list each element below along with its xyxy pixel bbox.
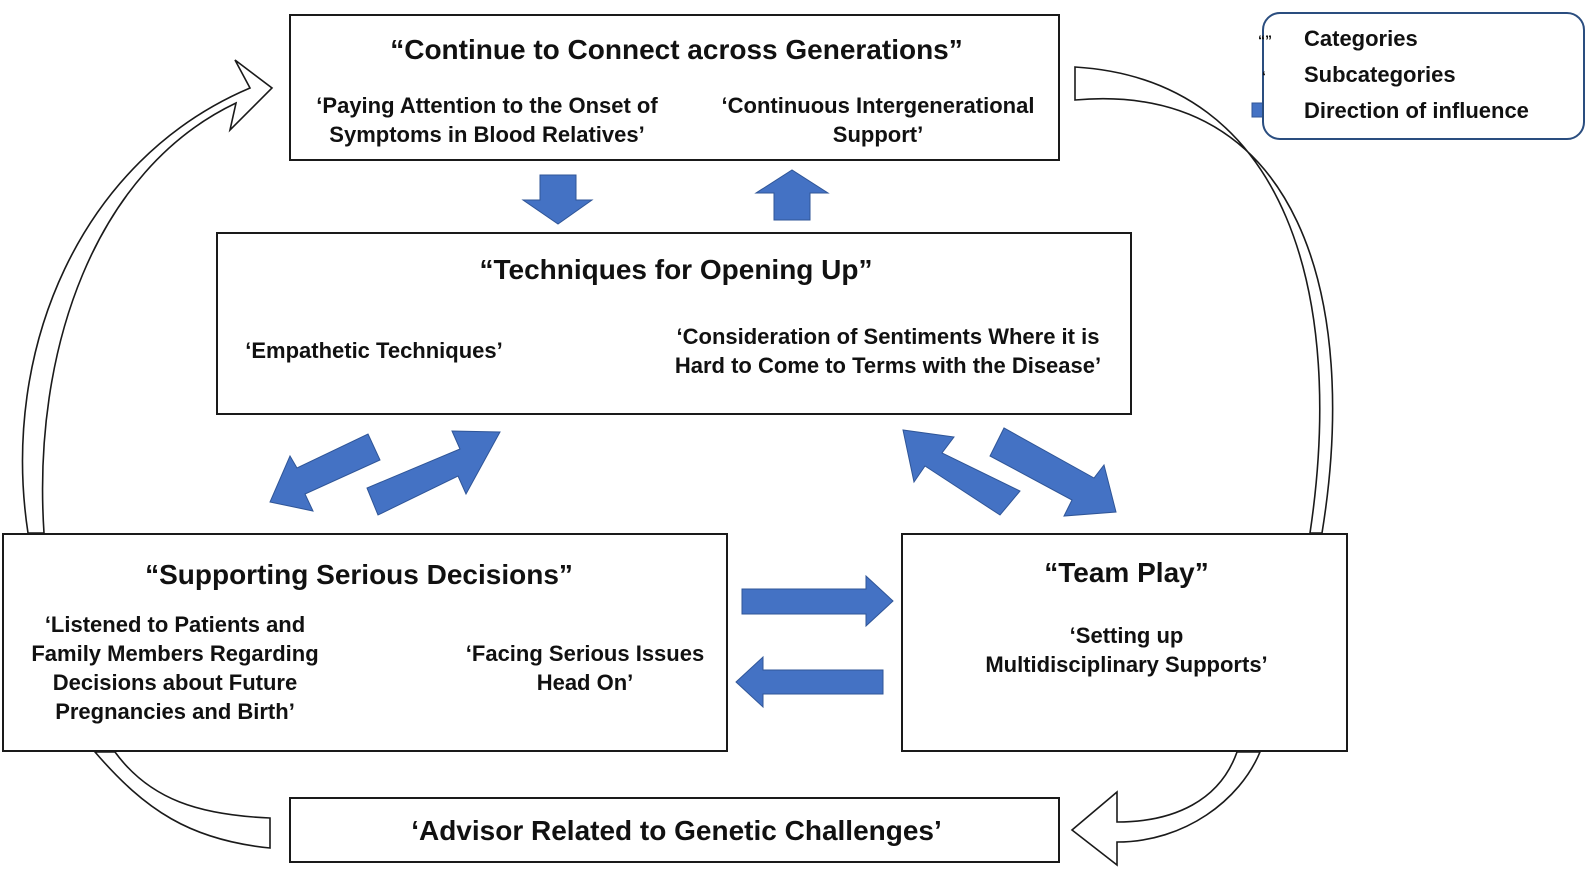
up-arrow-techniques-to-connect [754,169,830,221]
category-title-connect: “Continue to Connect across Generations” [390,34,963,65]
category-box-team-play: “Team Play” ‘Setting up Multidisciplinar… [901,533,1348,752]
subcategory-intergenerational-support: ‘Continuous Intergenerational Support’ [721,93,1035,147]
bottom-left-curved-arrow [93,751,271,849]
category-title-techniques: “Techniques for Opening Up” [479,254,873,285]
arrow-techniques-to-team [989,427,1117,517]
category-title-advisor: ‘Advisor Related to Genetic Challenges’ [411,815,942,846]
arrow-team-to-decisions [735,655,884,709]
legend-label-subcategories: Subcategories [1304,62,1456,87]
down-arrow-connect-to-techniques [521,174,594,225]
bottom-right-curved-arrow [1070,751,1262,867]
arrow-decisions-to-team [741,574,894,628]
arrow-techniques-to-decisions [269,433,381,512]
category-box-advisor: ‘Advisor Related to Genetic Challenges’ [289,797,1060,863]
arrow-decisions-to-techniques [366,430,501,516]
subcategory-listened-to-patients: ‘Listened to Patients and Family Members… [31,612,319,724]
subcategory-empathetic: ‘Empathetic Techniques’ [245,338,503,363]
category-box-techniques: “Techniques for Opening Up” ‘Empathetic … [216,232,1132,415]
legend-symbol-categories: “” [1258,32,1272,48]
subcategory-facing-issues: ‘Facing Serious Issues Head On’ [465,641,705,695]
category-box-decisions: “Supporting Serious Decisions” ‘Listened… [2,533,728,752]
legend-label-categories: Categories [1304,26,1418,51]
subcategory-sentiments: ‘Consideration of Sentiments Where it is… [674,324,1102,378]
subcategory-onset-symptoms: ‘Paying Attention to the Onset of Sympto… [316,93,658,147]
legend-symbol-subcategories: ‘ [1262,68,1266,84]
category-title-decisions: “Supporting Serious Decisions” [145,559,573,590]
left-curved-arrow [21,59,274,534]
subcategory-multidisciplinary: ‘Setting up Multidisciplinary Supports’ [985,623,1268,677]
legend-label-direction: Direction of influence [1304,98,1529,123]
arrow-team-to-techniques [902,429,1021,516]
legend: “” Categories ‘ Subcategories Direction … [1258,12,1585,140]
category-title-team-play: “Team Play” [1044,557,1209,588]
category-box-connect: “Continue to Connect across Generations”… [289,14,1060,161]
